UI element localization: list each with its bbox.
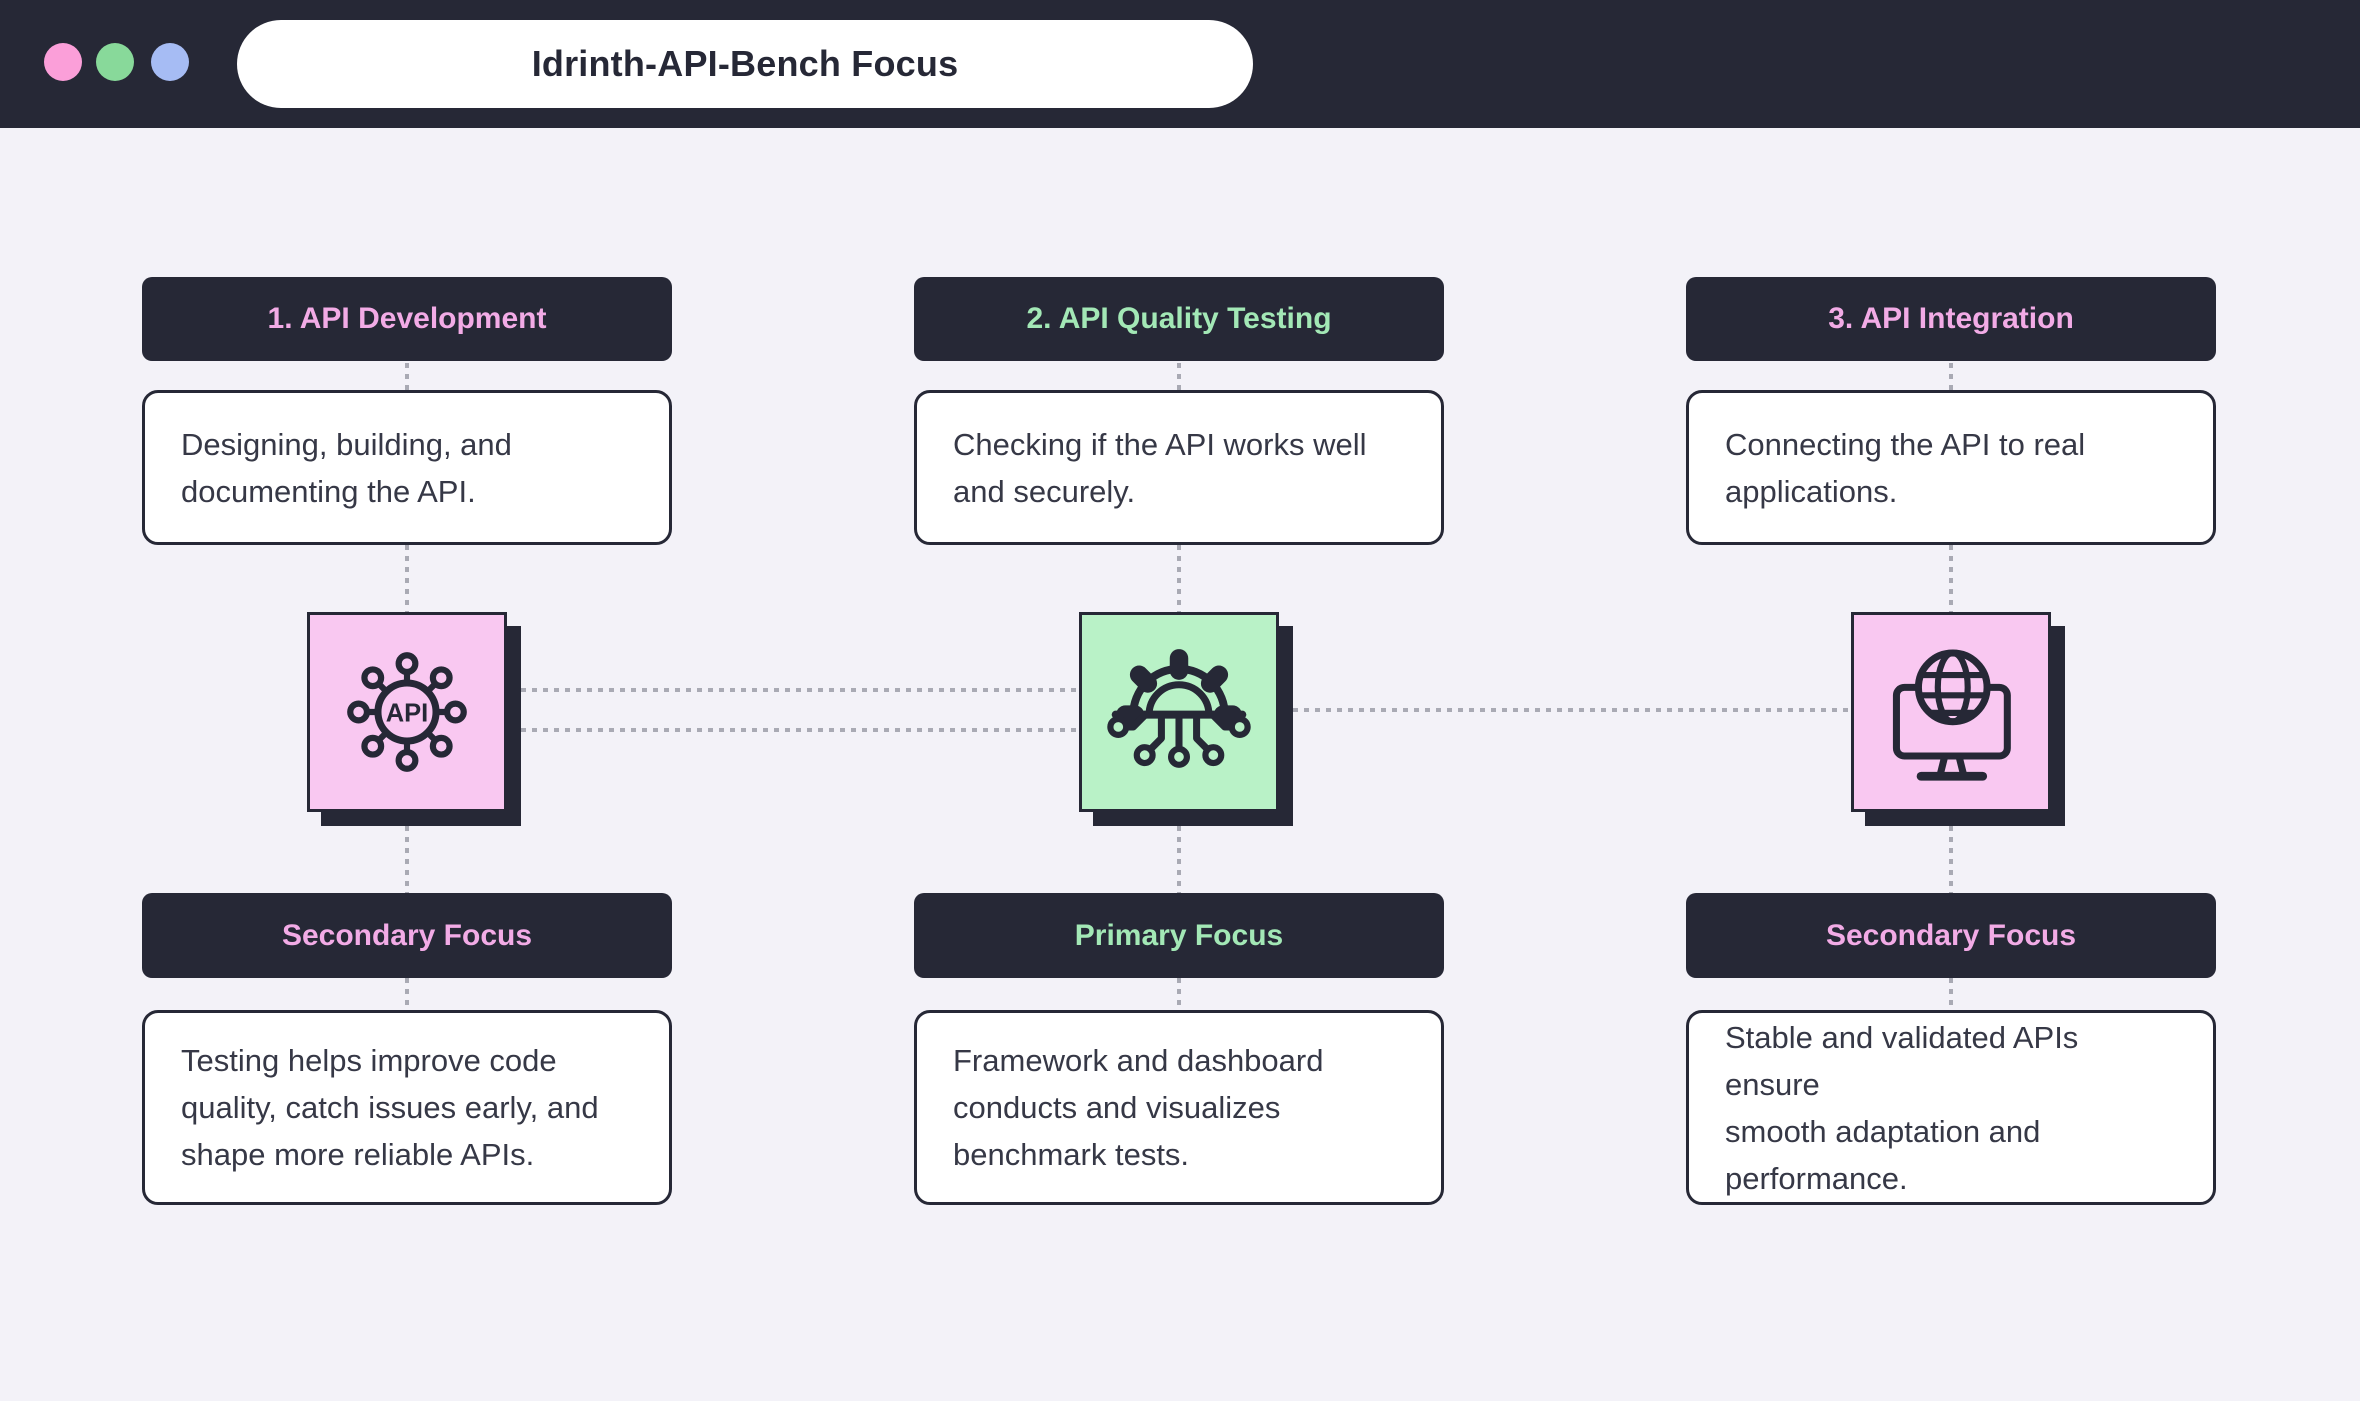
column-3-header-label: 3. API Integration — [1828, 302, 2074, 335]
dotted-connector — [1949, 978, 1953, 1010]
column-2-description: Checking if the API works well and secur… — [953, 426, 1367, 509]
column-3-focus-description-card: Stable and validated APIs ensure smooth … — [1686, 1010, 2216, 1205]
column-3-description-card: Connecting the API to real applications. — [1686, 390, 2216, 545]
column-2-header: 2. API Quality Testing — [914, 277, 1444, 361]
column-2-focus-label: Primary Focus — [1074, 918, 1284, 952]
dotted-connector — [1177, 978, 1181, 1010]
column-3-icon-square — [1851, 612, 2051, 812]
column-3-header: 3. API Integration — [1686, 277, 2216, 361]
column-2-focus-description-card: Framework and dashboard conducts and vis… — [914, 1010, 1444, 1205]
column-3-description: Connecting the API to real applications. — [1725, 426, 2086, 509]
dotted-connector — [1949, 363, 1953, 390]
column-2-description-card: Checking if the API works well and secur… — [914, 390, 1444, 545]
column-2-header-label: 2. API Quality Testing — [1026, 302, 1332, 335]
dotted-connector — [1293, 708, 1851, 712]
dotted-connector — [521, 688, 1079, 692]
dotted-connector — [1177, 826, 1181, 893]
globe-monitor-icon — [1892, 649, 2011, 781]
column-1-header-label: 1. API Development — [267, 302, 547, 335]
column-3-focus-label: Secondary Focus — [1825, 918, 2077, 952]
traffic-light-blue-icon[interactable] — [151, 43, 189, 81]
dotted-connector — [1177, 545, 1181, 612]
api-icon-label: API — [386, 700, 429, 728]
column-1-focus-label: Secondary Focus — [281, 918, 533, 952]
column-2-focus-badge: Primary Focus — [914, 893, 1444, 978]
dotted-connector — [405, 978, 409, 1010]
column-3-focus-badge: Secondary Focus — [1686, 893, 2216, 978]
dotted-connector — [405, 826, 409, 893]
dotted-connector — [405, 363, 409, 390]
dotted-connector — [1949, 826, 1953, 893]
dotted-connector — [1177, 363, 1181, 390]
column-1-focus-badge: Secondary Focus — [142, 893, 672, 978]
dotted-connector — [1949, 545, 1953, 612]
traffic-light-pink-icon[interactable] — [44, 43, 82, 81]
column-1-focus-description-card: Testing helps improve code quality, catc… — [142, 1010, 672, 1205]
gear-circuit-icon — [1107, 649, 1251, 768]
column-2-focus-description: Framework and dashboard conducts and vis… — [953, 1043, 1324, 1172]
window-title-bar: Idrinth-API-Bench Focus — [0, 0, 2360, 128]
column-1-focus-description: Testing helps improve code quality, catc… — [181, 1043, 599, 1172]
page-title: Idrinth-API-Bench Focus — [531, 43, 959, 84]
column-1-icon-square: API — [307, 612, 507, 812]
traffic-light-green-icon[interactable] — [96, 43, 134, 81]
dotted-connector — [405, 545, 409, 612]
address-bar[interactable]: Idrinth-API-Bench Focus — [237, 20, 1253, 108]
column-1-description-card: Designing, building, and documenting the… — [142, 390, 672, 545]
dotted-connector — [521, 728, 1079, 732]
column-3-focus-description: Stable and validated APIs ensure smooth … — [1725, 1019, 2079, 1196]
column-1-header: 1. API Development — [142, 277, 672, 361]
column-1-description: Designing, building, and documenting the… — [181, 426, 512, 509]
api-hub-icon: API — [347, 652, 467, 772]
column-2-icon-square — [1079, 612, 1279, 812]
